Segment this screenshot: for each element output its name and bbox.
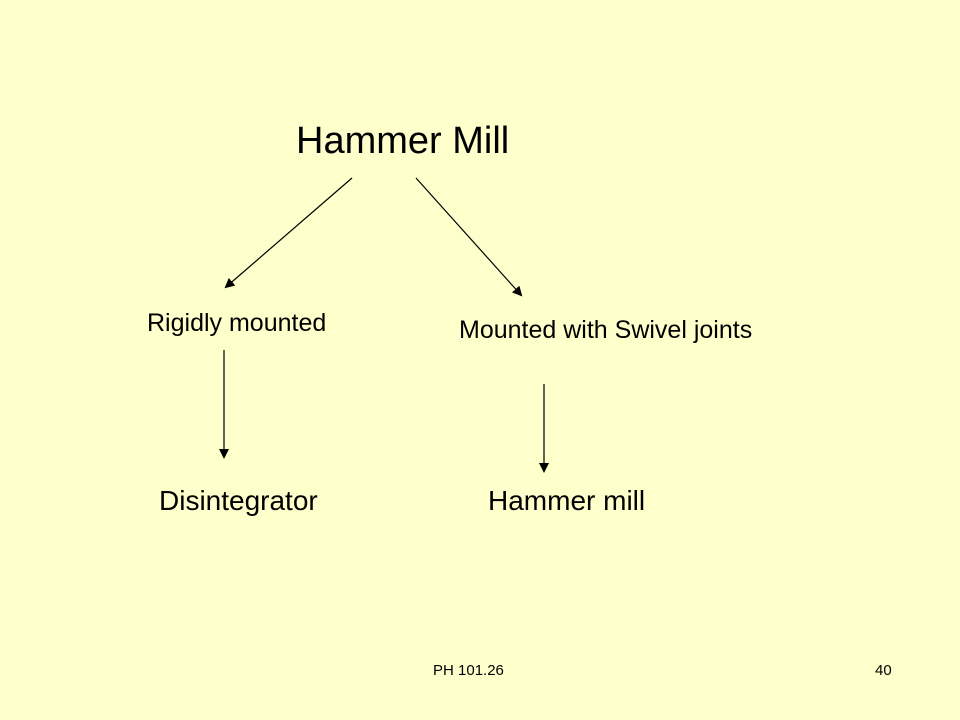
leaf-disintegrator: Disintegrator (159, 485, 318, 516)
leaf-hammer-mill: Hammer mill (488, 485, 646, 516)
footer-course: PH 101.26 (433, 662, 504, 679)
branch-rigidly-mounted: Rigidly mounted (147, 309, 327, 337)
diagram-title: Hammer Mill (296, 120, 510, 162)
arrow-title-to-swivel-joints (415, 177, 523, 297)
footer-page-number: 40 (875, 662, 892, 679)
arrow-title-to-rigidly-mounted (224, 177, 353, 289)
branch-swivel-joints: Mounted with Swivel joints (459, 316, 753, 344)
